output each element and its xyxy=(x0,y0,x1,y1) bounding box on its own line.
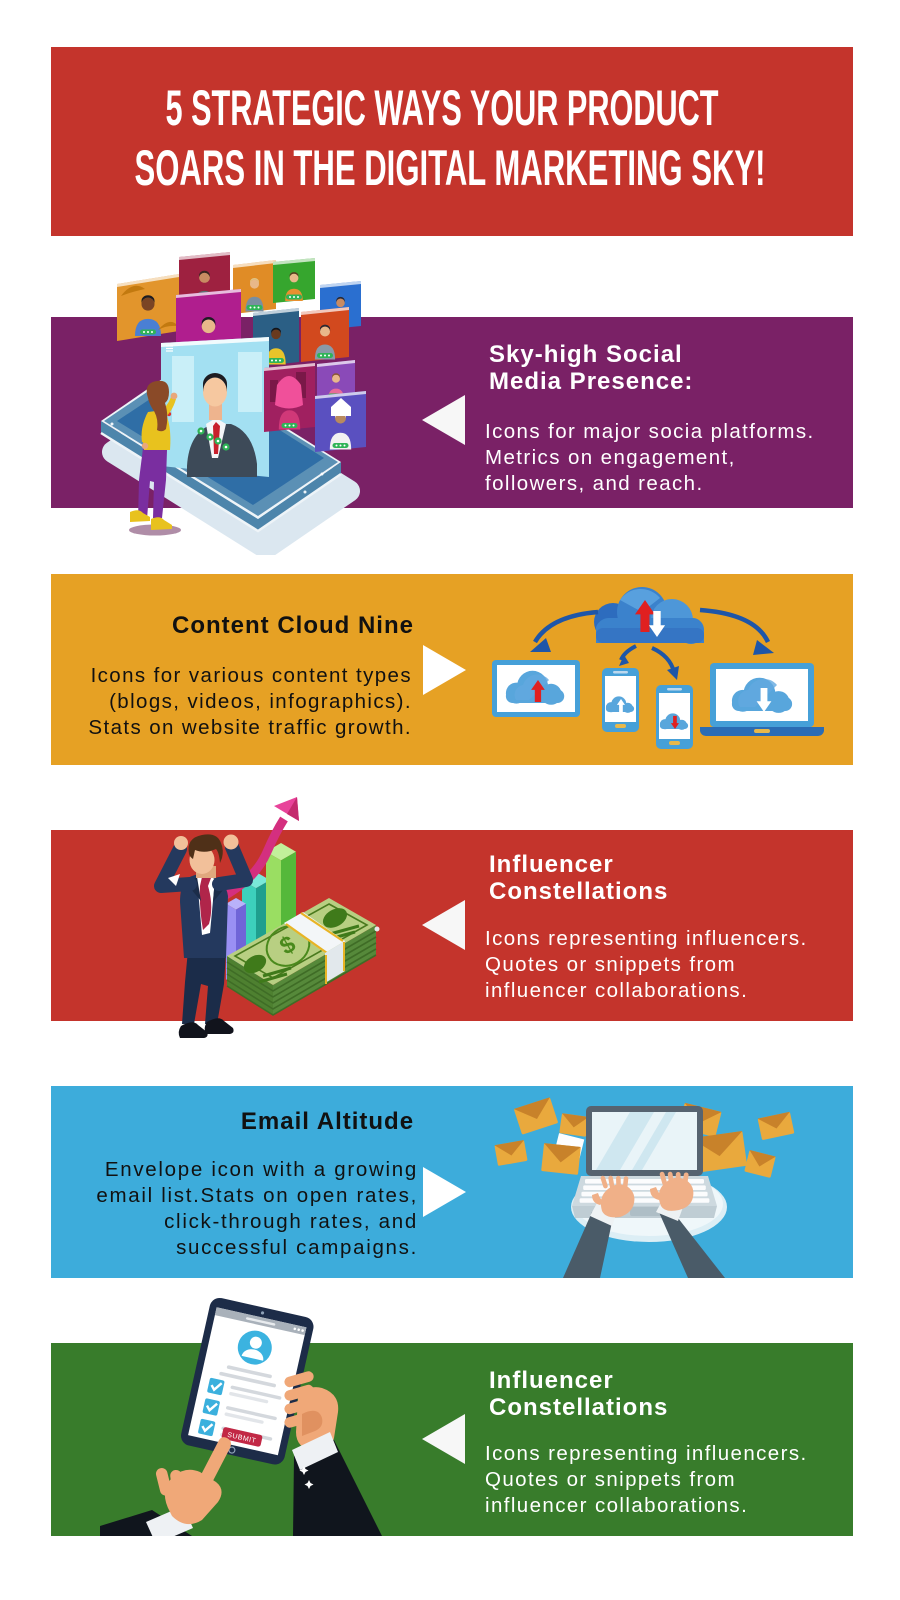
svg-text:5 STRATEGIC WAYS YOUR PRODUCT: 5 STRATEGIC WAYS YOUR PRODUCT xyxy=(166,80,719,136)
svg-text:SOARS IN THE DIGITAL MARKETING: SOARS IN THE DIGITAL MARKETING SKY! xyxy=(135,140,766,196)
